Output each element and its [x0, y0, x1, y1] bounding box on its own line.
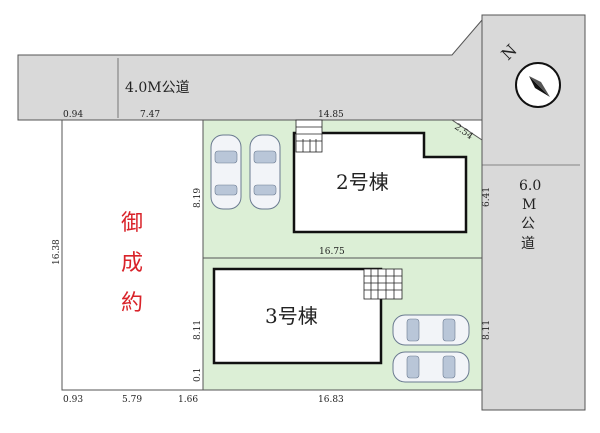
dim-bottom-166: 1.66 [178, 395, 198, 405]
dim-lot3-811-left: 8.11 [193, 320, 203, 340]
lot-3-label: 3号棟 [265, 304, 318, 328]
dim-top-094: 0.94 [63, 110, 83, 120]
svg-text:6.0: 6.0 [519, 178, 541, 194]
svg-text:M: M [522, 197, 536, 213]
sold-label: 御 成 約 [121, 211, 143, 316]
stairs-2 [295, 119, 323, 153]
svg-text:公: 公 [521, 216, 535, 232]
svg-text:御: 御 [121, 211, 143, 236]
svg-text:道: 道 [521, 236, 535, 252]
stairs-3 [363, 268, 403, 300]
svg-text:成: 成 [121, 251, 143, 276]
svg-text:約: 約 [121, 291, 143, 316]
north-road-label: 4.0M公道 [125, 80, 190, 96]
east-road-label: 6.0 M 公 道 [519, 178, 541, 252]
car-lot2-right [249, 134, 281, 210]
dim-lot2-819: 8.19 [193, 188, 203, 208]
building-3 [212, 267, 383, 365]
car-lot2-left [210, 134, 242, 210]
dim-lot3-01: 0.1 [193, 368, 203, 382]
north-road [17, 18, 483, 121]
lot-2-label: 2号棟 [336, 170, 389, 194]
dim-bottom-579: 5.79 [122, 395, 142, 405]
car-lot3-top [392, 314, 470, 346]
dim-top-747: 7.47 [140, 110, 160, 120]
dim-lot3-811-right: 8.11 [482, 320, 492, 340]
dim-bottom-093: 0.93 [63, 395, 83, 405]
dim-mid-1675: 16.75 [319, 247, 345, 257]
dim-bottom-1683: 16.83 [318, 395, 344, 405]
building-2 [292, 131, 468, 234]
dim-top-1485: 14.85 [318, 110, 344, 120]
dim-west-1638: 16.38 [52, 239, 62, 265]
dim-east-641: 6.41 [482, 187, 492, 207]
car-lot3-bottom [392, 351, 470, 383]
